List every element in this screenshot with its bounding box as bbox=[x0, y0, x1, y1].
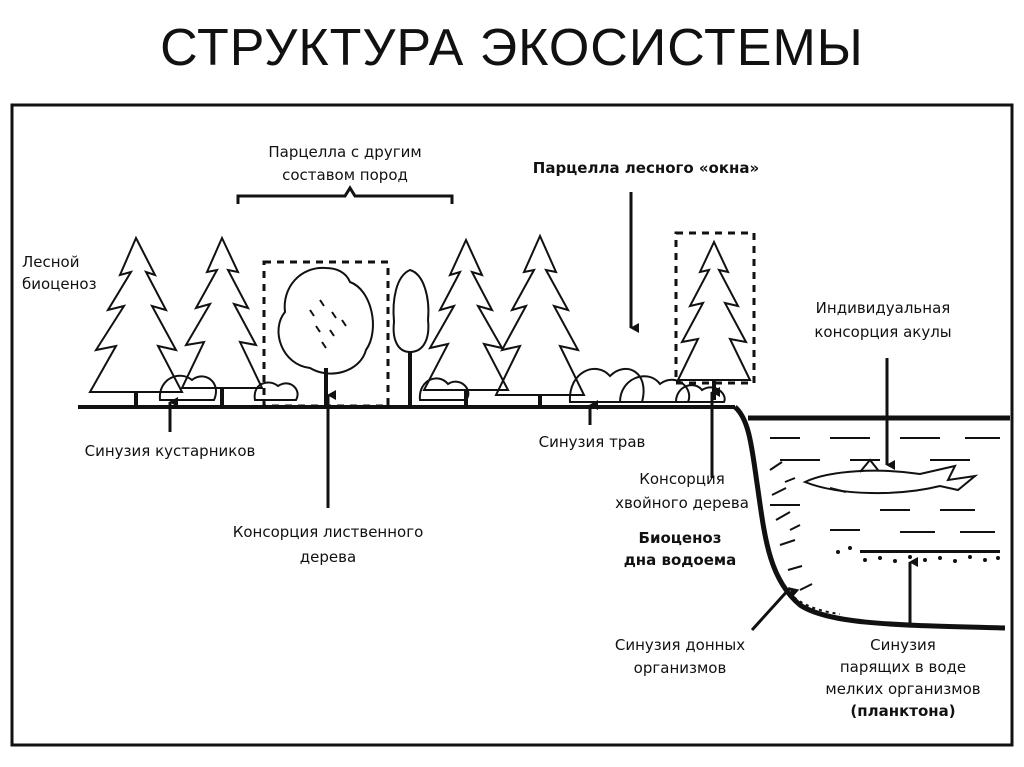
label-plankton-1: Синузия bbox=[870, 636, 936, 654]
label-benthos-2: организмов bbox=[634, 659, 727, 677]
poplar-tree bbox=[392, 268, 430, 405]
conifer-tree bbox=[88, 235, 184, 407]
water-ripples bbox=[770, 437, 1000, 533]
label-conif-2: хвойного дерева bbox=[615, 494, 749, 512]
parcel-bracket bbox=[236, 185, 454, 204]
label-grass: Синузия трав bbox=[539, 433, 646, 451]
label-decid-2: дерева bbox=[300, 548, 356, 566]
shark-icon bbox=[802, 458, 979, 495]
arrow-benthos bbox=[750, 586, 800, 632]
parcel-box-deciduous bbox=[262, 260, 390, 408]
conifer-tree bbox=[422, 237, 510, 407]
label-plankton-3: мелких организмов bbox=[825, 680, 980, 698]
conifer-tree bbox=[676, 239, 752, 400]
bottom-organisms bbox=[769, 461, 813, 591]
label-bottom-bio-1: Биоценоз bbox=[639, 529, 722, 547]
conifer-tree bbox=[494, 233, 586, 407]
label-shrubs: Синузия кустарников bbox=[85, 442, 256, 460]
label-benthos-1: Синузия донных bbox=[615, 636, 745, 654]
label-forest-bio-2: биоценоз bbox=[22, 275, 97, 293]
label-conif-1: Консорция bbox=[639, 470, 725, 488]
plankton-dots bbox=[836, 546, 1000, 563]
slide-title: СТРУКТУРА ЭКОСИСТЕМЫ bbox=[160, 19, 864, 77]
label-parcel-window: Парцелла лесного «окна» bbox=[533, 159, 759, 177]
conifer-tree bbox=[180, 235, 264, 407]
label-plankton-4: (планктона) bbox=[850, 702, 955, 720]
shoreline bbox=[733, 405, 1006, 631]
label-plankton-2: парящих в воде bbox=[840, 658, 966, 676]
label-individual-2: консорция акулы bbox=[814, 323, 951, 341]
label-decid-1: Консорция лиственного bbox=[233, 523, 424, 541]
deciduous-tree bbox=[277, 266, 374, 405]
label-parcel-other-1: Парцелла с другим bbox=[268, 143, 421, 161]
label-forest-bio-1: Лесной bbox=[22, 253, 80, 271]
label-individual-1: Индивидуальная bbox=[816, 299, 951, 317]
diagram-frame bbox=[10, 103, 1014, 747]
label-bottom-bio-2: дна водоема bbox=[624, 551, 737, 569]
shrubs bbox=[158, 367, 726, 403]
label-parcel-other-2: составом пород bbox=[282, 166, 408, 184]
